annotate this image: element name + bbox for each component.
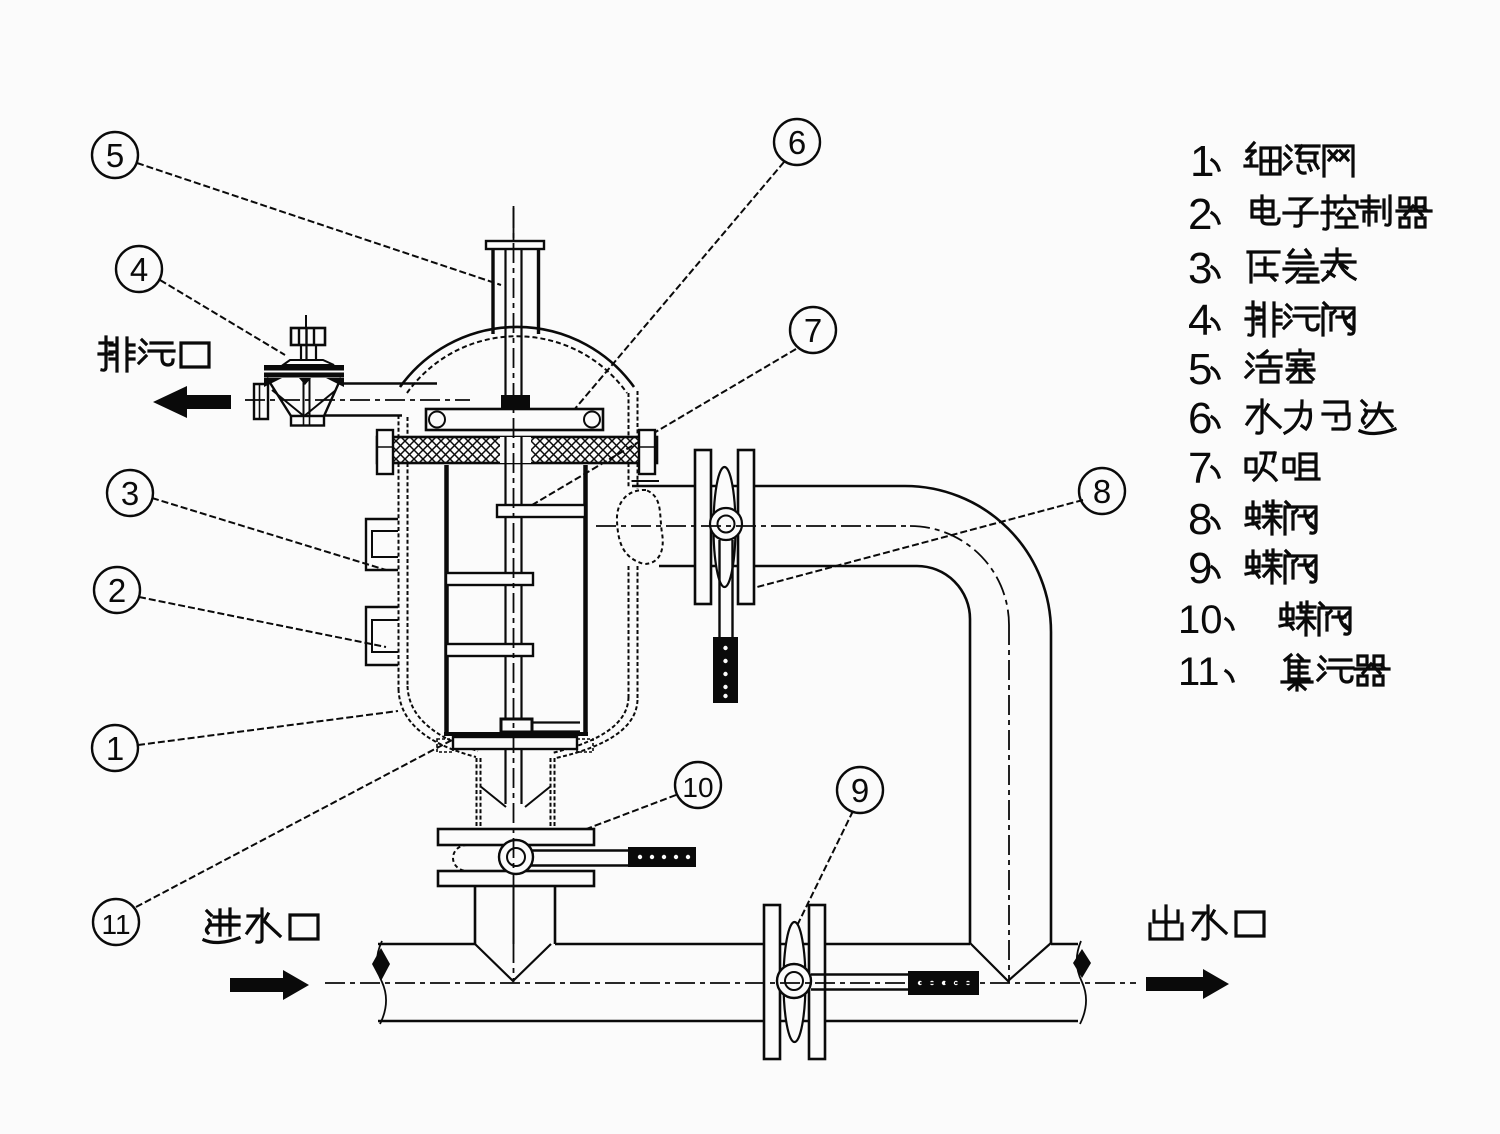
svg-text:5: 5 (106, 137, 124, 174)
svg-text:2: 2 (108, 572, 126, 609)
svg-text:9: 9 (1188, 544, 1212, 593)
svg-text:4: 4 (130, 251, 148, 288)
svg-text:6: 6 (1188, 394, 1212, 443)
svg-text:5: 5 (1188, 345, 1212, 394)
svg-text:8: 8 (1188, 495, 1212, 544)
svg-text:6: 6 (788, 124, 806, 161)
svg-text:9: 9 (851, 772, 869, 809)
svg-text:3: 3 (1188, 244, 1212, 293)
svg-text:7: 7 (1188, 444, 1212, 493)
svg-text:1: 1 (1190, 137, 1214, 186)
svg-text:10: 10 (682, 772, 713, 803)
svg-text:11: 11 (101, 909, 130, 940)
svg-text:2: 2 (1188, 190, 1212, 239)
svg-text:4: 4 (1188, 296, 1212, 345)
svg-text:1: 1 (106, 730, 124, 767)
svg-text:7: 7 (804, 312, 822, 349)
svg-text:10: 10 (1178, 598, 1223, 642)
svg-text:3: 3 (121, 475, 139, 512)
svg-text:8: 8 (1093, 473, 1111, 510)
svg-text:11: 11 (1178, 650, 1220, 694)
